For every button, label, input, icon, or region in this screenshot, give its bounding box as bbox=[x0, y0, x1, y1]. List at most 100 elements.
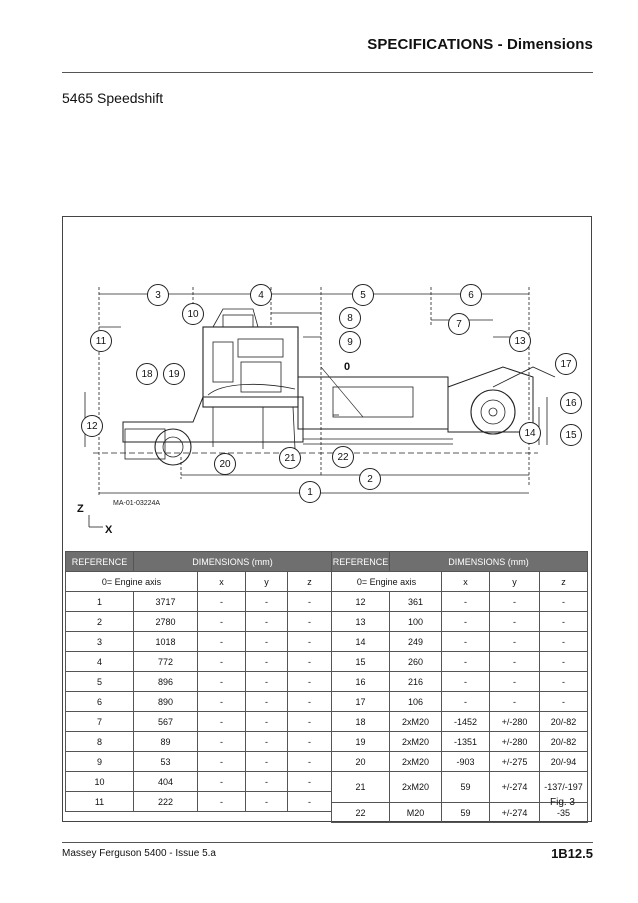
cell-value: 896 bbox=[133, 671, 198, 692]
cell-x: - bbox=[197, 651, 246, 672]
cell-ref: 5 bbox=[65, 671, 134, 692]
cell-z: - bbox=[539, 611, 588, 632]
cell-y: - bbox=[245, 651, 288, 672]
callout-12: 12 bbox=[81, 415, 103, 437]
cell-y: - bbox=[245, 711, 288, 732]
cell-value: 222 bbox=[133, 791, 198, 812]
cell-y: - bbox=[489, 651, 540, 672]
cell-z: - bbox=[539, 631, 588, 652]
tractor-dimension-diagram: 0 bbox=[84, 287, 556, 528]
callout-13: 13 bbox=[509, 330, 531, 352]
cell-value: 260 bbox=[389, 651, 442, 672]
col-y-header: y bbox=[245, 571, 288, 592]
callout-5: 5 bbox=[352, 284, 374, 306]
cell-ref: 6 bbox=[65, 691, 134, 712]
cell-ref: 1 bbox=[65, 591, 134, 612]
cell-ref: 7 bbox=[65, 711, 134, 732]
cell-value: 890 bbox=[133, 691, 198, 712]
col-z-header: z bbox=[287, 571, 332, 592]
cell-z: - bbox=[287, 751, 332, 772]
cell-value: 567 bbox=[133, 711, 198, 732]
cell-z: 20/-82 bbox=[539, 731, 588, 752]
callout-4: 4 bbox=[250, 284, 272, 306]
col-x-header: x bbox=[441, 571, 490, 592]
cell-z: - bbox=[539, 671, 588, 692]
model-subtitle: 5465 Speedshift bbox=[62, 90, 164, 106]
callout-18: 18 bbox=[136, 363, 158, 385]
cell-value: 106 bbox=[389, 691, 442, 712]
cell-z: - bbox=[287, 731, 332, 752]
cell-z: - bbox=[287, 611, 332, 632]
callout-14: 14 bbox=[519, 422, 541, 444]
cell-value: 2xM20 bbox=[389, 711, 442, 732]
cell-z: - bbox=[287, 591, 332, 612]
reference-header: REFERENCE bbox=[331, 551, 390, 572]
cell-z: 20/-82 bbox=[539, 711, 588, 732]
cell-x: - bbox=[197, 751, 246, 772]
cell-x: -1351 bbox=[441, 731, 490, 752]
dimensions-header: DIMENSIONS (mm) bbox=[389, 551, 588, 572]
cell-ref: 9 bbox=[65, 751, 134, 772]
cell-y: - bbox=[245, 671, 288, 692]
callout-11: 11 bbox=[90, 330, 112, 352]
footer-publication: Massey Ferguson 5400 - Issue 5.a bbox=[62, 848, 216, 859]
cell-ref: 11 bbox=[65, 791, 134, 812]
cell-value: 249 bbox=[389, 631, 442, 652]
cell-x: - bbox=[441, 691, 490, 712]
cell-ref: 3 bbox=[65, 631, 134, 652]
callout-10: 10 bbox=[182, 303, 204, 325]
cell-x: -1452 bbox=[441, 711, 490, 732]
header-rule bbox=[62, 72, 593, 73]
cell-ref: 2 bbox=[65, 611, 134, 632]
cell-z: - bbox=[287, 771, 332, 792]
cell-y: +/-274 bbox=[489, 802, 540, 823]
footer-rule bbox=[62, 842, 593, 843]
footer-page-number: 1B12.5 bbox=[551, 846, 593, 861]
cell-value: 2xM20 bbox=[389, 751, 442, 772]
cell-y: - bbox=[489, 631, 540, 652]
cell-z: - bbox=[539, 691, 588, 712]
origin-label: 0= Engine axis bbox=[65, 571, 198, 592]
cell-x: - bbox=[197, 671, 246, 692]
callout-21: 21 bbox=[279, 447, 301, 469]
callout-17: 17 bbox=[555, 353, 577, 375]
cell-x: - bbox=[197, 731, 246, 752]
cell-x: 59 bbox=[441, 771, 490, 803]
cell-ref: 15 bbox=[331, 651, 390, 672]
cell-ref: 19 bbox=[331, 731, 390, 752]
cell-z: - bbox=[287, 651, 332, 672]
cell-z: - bbox=[539, 651, 588, 672]
cell-ref: 16 bbox=[331, 671, 390, 692]
callout-22: 22 bbox=[332, 446, 354, 468]
cell-y: - bbox=[245, 591, 288, 612]
cell-z: - bbox=[287, 711, 332, 732]
callout-8: 8 bbox=[339, 307, 361, 329]
cell-x: - bbox=[441, 671, 490, 692]
cell-ref: 20 bbox=[331, 751, 390, 772]
cell-x: - bbox=[197, 591, 246, 612]
cell-value: M20 bbox=[389, 802, 442, 823]
cell-y: - bbox=[245, 791, 288, 812]
page-header-title: SPECIFICATIONS - Dimensions bbox=[367, 36, 593, 53]
cell-value: 2xM20 bbox=[389, 771, 442, 803]
cell-value: 2xM20 bbox=[389, 731, 442, 752]
cell-ref: 4 bbox=[65, 651, 134, 672]
cell-ref: 21 bbox=[331, 771, 390, 803]
cell-ref: 17 bbox=[331, 691, 390, 712]
col-y-header: y bbox=[489, 571, 540, 592]
cell-x: - bbox=[197, 711, 246, 732]
